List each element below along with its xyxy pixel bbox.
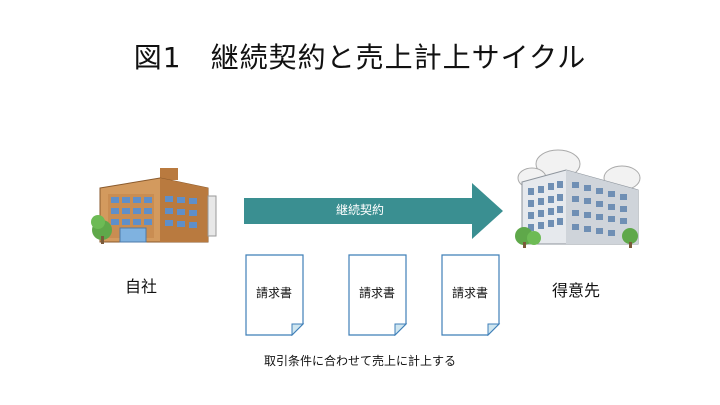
document-icon (348, 254, 408, 337)
self-company-label: 自社 (125, 277, 158, 296)
document-icon (245, 254, 305, 337)
invoice-document: 請求書 (245, 254, 305, 337)
caption: 取引条件に合わせて売上に計上する (263, 354, 456, 368)
customer-building-icon (515, 149, 641, 248)
company-building-icon (91, 168, 217, 244)
invoice-label: 請求書 (255, 286, 292, 300)
invoice-document: 請求書 (348, 254, 408, 337)
contract-arrow (244, 183, 503, 239)
document-icon (441, 254, 501, 337)
arrow-label: 継続契約 (335, 203, 384, 217)
invoice-document: 請求書 (441, 254, 501, 337)
diagram-title: 図1 継続契約と売上計上サイクル (133, 41, 587, 74)
invoice-label: 請求書 (451, 286, 488, 300)
invoice-label: 請求書 (358, 286, 395, 300)
customer-label: 得意先 (552, 281, 601, 300)
